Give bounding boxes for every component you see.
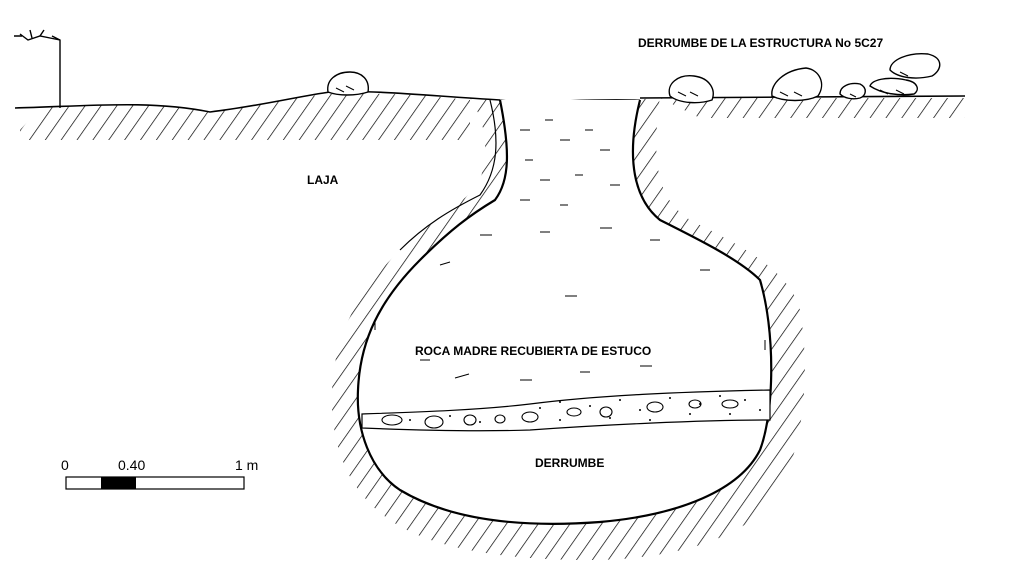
stone-hatch-marks — [335, 71, 909, 98]
stone-4 — [839, 82, 866, 100]
ground-surface-left — [14, 90, 501, 113]
ground-left-hatch — [20, 93, 470, 140]
ground-right-hatch — [660, 98, 965, 118]
roca-label: ROCA MADRE RECUBIERTA DE ESTUCO — [415, 344, 652, 358]
plant-icon — [14, 29, 61, 108]
shaft-fill-texture — [374, 119, 766, 381]
stone-5 — [869, 77, 918, 96]
scale-tick-end: 1 m — [235, 457, 259, 473]
stone-2 — [668, 75, 714, 104]
stone-1 — [327, 71, 369, 96]
laja-label: LAJA — [307, 173, 339, 187]
scale-bar — [65, 476, 245, 490]
rubble-layer — [361, 389, 771, 432]
cavity-wall-hatch — [331, 96, 805, 560]
stone-3 — [771, 67, 823, 102]
derrumbe-label: DERRUMBE — [535, 456, 605, 470]
shaft-left-wall — [399, 99, 497, 251]
scale-tick-mid: 0.40 — [118, 457, 146, 473]
stone-6 — [889, 53, 941, 79]
scale-tick-0: 0 — [61, 457, 69, 473]
structure-label: DERRUMBE DE LA ESTRUCTURA No 5C27 — [638, 36, 884, 50]
